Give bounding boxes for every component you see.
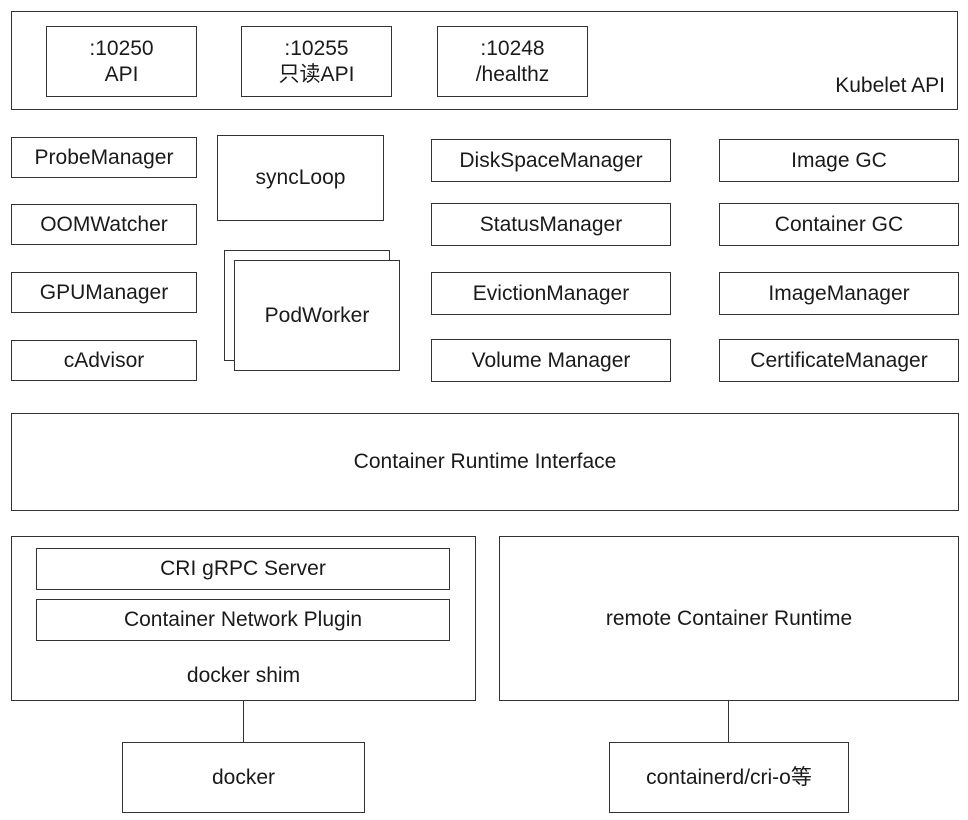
image-gc-box: Image GC — [719, 139, 959, 182]
pod-worker-box: PodWorker — [234, 260, 400, 371]
cri-grpc-server-box: CRI gRPC Server — [36, 548, 450, 590]
sync-loop-box: syncLoop — [217, 135, 384, 221]
eviction-manager-box: EvictionManager — [431, 272, 671, 315]
containerd-box: containerd/cri-o等 — [609, 742, 849, 813]
container-network-plugin-box: Container Network Plugin — [36, 599, 450, 641]
docker-shim-label: docker shim — [186, 664, 301, 687]
container-runtime-interface-box: Container Runtime Interface — [11, 413, 959, 511]
remote-container-runtime-box: remote Container Runtime — [499, 536, 959, 701]
gpu-manager-box: GPUManager — [11, 272, 197, 313]
container-gc-box: Container GC — [719, 203, 959, 246]
status-manager-box: StatusManager — [431, 203, 671, 246]
kubelet-api-label: Kubelet API — [835, 74, 945, 97]
probe-manager-box: ProbeManager — [11, 137, 197, 178]
docker-connector-line — [243, 701, 244, 742]
port-10250-name: API — [104, 62, 139, 86]
volume-manager-box: Volume Manager — [431, 339, 671, 382]
port-10248-box: :10248 /healthz — [437, 26, 588, 97]
port-10255-name: 只读API — [278, 62, 355, 86]
image-manager-box: ImageManager — [719, 272, 959, 315]
port-10248-number: :10248 — [480, 37, 545, 61]
port-10250-number: :10250 — [89, 37, 154, 61]
disk-space-manager-box: DiskSpaceManager — [431, 139, 671, 182]
port-10255-box: :10255 只读API — [241, 26, 392, 97]
oom-watcher-box: OOMWatcher — [11, 204, 197, 245]
port-10248-name: /healthz — [475, 62, 550, 86]
certificate-manager-box: CertificateManager — [719, 339, 959, 382]
cadvisor-box: cAdvisor — [11, 340, 197, 381]
docker-box: docker — [122, 742, 365, 813]
port-10250-box: :10250 API — [46, 26, 197, 97]
port-10255-number: :10255 — [284, 37, 349, 61]
containerd-connector-line — [728, 701, 729, 742]
